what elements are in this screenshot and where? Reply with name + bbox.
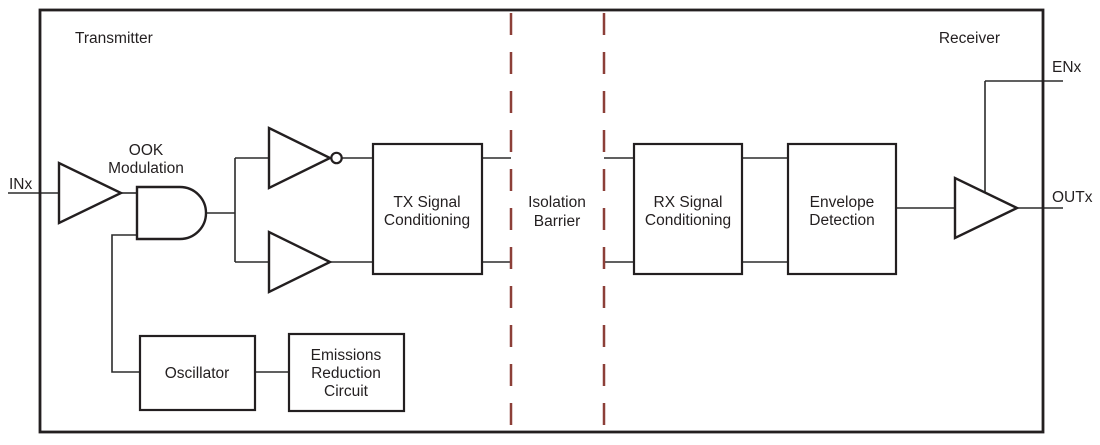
ook-modulation-label-line2: Modulation (108, 160, 184, 177)
input-buffer-triangle (57, 161, 124, 225)
emissions-reduction-label-line2: Reduction (311, 365, 381, 382)
isolation-barrier-label-line1: Isolation (528, 194, 586, 211)
receiver-label: Receiver (939, 30, 1000, 47)
emissions-reduction-label-line1: Emissions (311, 347, 382, 364)
enx-pin-label: ENx (1052, 59, 1082, 76)
envelope-detection-box (786, 142, 898, 276)
outx-pin-label: OUTx (1052, 189, 1093, 206)
noninverting-buffer-triangle (267, 230, 333, 294)
ook-modulation-label-line1: OOK (129, 142, 164, 159)
emissions-reduction-label-line3: Circuit (324, 383, 369, 400)
oscillator-label: Oscillator (165, 365, 230, 382)
transmitter-label: Transmitter (75, 30, 153, 47)
tx-signal-conditioning-label-line2: Conditioning (384, 212, 470, 229)
emissions-reduction-box (287, 332, 406, 413)
oscillator-box (138, 334, 257, 412)
rx-signal-conditioning-label-line2: Conditioning (645, 212, 731, 229)
envelope-detection-label-line2: Detection (809, 212, 874, 229)
oscillator-feedback-wire (111, 234, 140, 373)
tx-signal-conditioning-label-line1: TX Signal (393, 194, 460, 211)
chip-boundary (38, 8, 1045, 434)
inx-pin-label: INx (9, 176, 33, 193)
inverter-triangle (267, 126, 333, 190)
inverter-bubble-icon (330, 151, 343, 165)
output-buffer-triangle (953, 176, 1020, 240)
and-gate (135, 185, 208, 241)
isolation-barrier-label-line2: Barrier (534, 213, 581, 230)
rx-signal-conditioning-label-line1: RX Signal (654, 194, 723, 211)
rx-signal-conditioning-box (632, 142, 744, 276)
envelope-detection-label-line1: Envelope (810, 194, 875, 211)
tx-signal-conditioning-box (371, 142, 484, 276)
